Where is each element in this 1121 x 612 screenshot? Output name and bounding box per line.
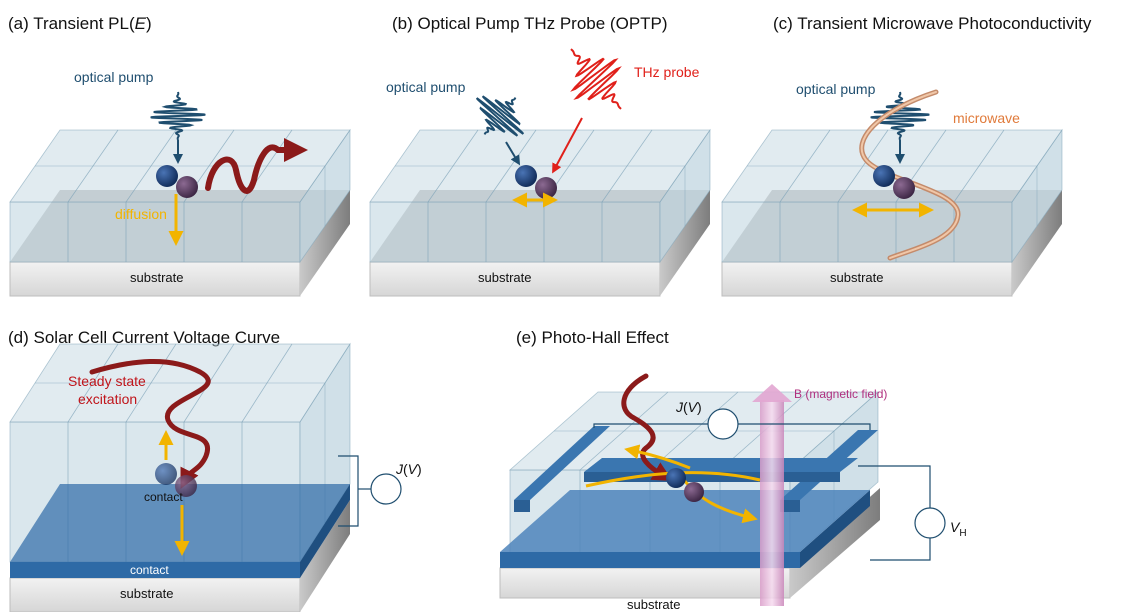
panel-d-contact-bottom-label: contact xyxy=(130,563,169,577)
panel-a-title: (a) Transient PL(E) xyxy=(8,14,152,33)
panel-e-hall-meter xyxy=(914,507,946,539)
panel-b-thz-label: THz probe xyxy=(634,64,700,80)
panel-d-excitation-line2: excitation xyxy=(78,391,137,407)
panel-d-excitation-line1: Steady state xyxy=(68,373,146,389)
panel-b-pump-label: optical pump xyxy=(386,79,466,95)
panel-a-diffusion-label: diffusion xyxy=(115,206,167,222)
panel-b-thz-arrow xyxy=(552,117,583,174)
panel-e-electron xyxy=(666,468,686,488)
panel-d-circuit-wire xyxy=(338,455,359,527)
panel-c-pump-label: optical pump xyxy=(796,81,876,97)
panel-e-contact-middle xyxy=(584,458,858,472)
panel-b-hole xyxy=(535,177,557,199)
panel-a-electron xyxy=(156,165,178,187)
panel-c-title: (c) Transient Microwave Photoconductivit… xyxy=(773,14,1092,33)
panel-e-title: (e) Photo-Hall Effect xyxy=(516,328,669,347)
panel-e: (e) Photo-Hall Effect substrate B (magne… xyxy=(499,328,967,612)
panel-d-contact-top-label: contact xyxy=(144,490,183,504)
panel-d-meter xyxy=(370,473,402,505)
panel-e-current-meter xyxy=(707,408,739,440)
panel-a-film xyxy=(9,128,351,264)
panel-e-deflection-up xyxy=(624,444,691,470)
panel-a: (a) Transient PL(E) substrate optical pu… xyxy=(8,14,351,297)
panel-a-substrate-label: substrate xyxy=(130,270,183,285)
panel-b-thz-pulse xyxy=(570,48,622,110)
panel-b-title: (b) Optical Pump THz Probe (OPTP) xyxy=(392,14,668,33)
panel-e-contact-front xyxy=(500,552,800,568)
panel-e-hall-label: VH xyxy=(950,519,967,539)
panel-e-substrate-label: substrate xyxy=(627,597,680,612)
panel-a-pump-label: optical pump xyxy=(74,69,154,85)
panel-e-bfield-label: B (magnetic field) xyxy=(794,387,887,401)
panel-b-pump-arrow xyxy=(505,141,521,166)
panel-a-pump-pulse xyxy=(150,91,206,141)
panel-d-bottom-contact xyxy=(10,562,300,578)
panel-d-hole xyxy=(175,475,197,497)
panel-c-substrate-label: substrate xyxy=(830,270,883,285)
panel-b-pump-pulse xyxy=(475,95,525,137)
panel-b: (b) Optical Pump THz Probe (OPTP) substr… xyxy=(369,14,711,297)
panel-b-electron xyxy=(515,165,537,187)
panel-e-meter-label: J(V) xyxy=(675,399,702,415)
panel-c-film xyxy=(721,128,1063,264)
panel-e-hole xyxy=(684,482,704,502)
panel-c: (c) Transient Microwave Photoconductivit… xyxy=(721,14,1092,297)
panel-d-title: (d) Solar Cell Current Voltage Curve xyxy=(8,328,280,347)
panel-c-pump-pulse xyxy=(870,91,930,141)
panel-d: (d) Solar Cell Current Voltage Curve con… xyxy=(8,328,422,612)
panel-d-slab xyxy=(9,500,350,612)
panel-c-electron xyxy=(873,165,895,187)
panel-d-electron xyxy=(155,463,177,485)
panel-d-bottom-contact-top xyxy=(10,484,350,562)
panel-a-hole xyxy=(176,176,198,198)
panel-e-contact-left xyxy=(514,426,610,500)
panel-d-meter-label: J(V) xyxy=(395,461,422,477)
panel-e-bfield-arrow xyxy=(752,384,792,606)
panel-c-hole xyxy=(893,177,915,199)
panel-a-emission-wave xyxy=(205,138,308,194)
panel-e-excitation-wave xyxy=(621,373,673,481)
panel-d-substrate-label: substrate xyxy=(120,586,173,601)
panel-d-excitation-wave xyxy=(89,358,211,489)
panel-b-substrate-label: substrate xyxy=(478,270,531,285)
panel-b-film xyxy=(369,128,711,264)
panel-c-microwave-label: microwave xyxy=(953,110,1020,126)
